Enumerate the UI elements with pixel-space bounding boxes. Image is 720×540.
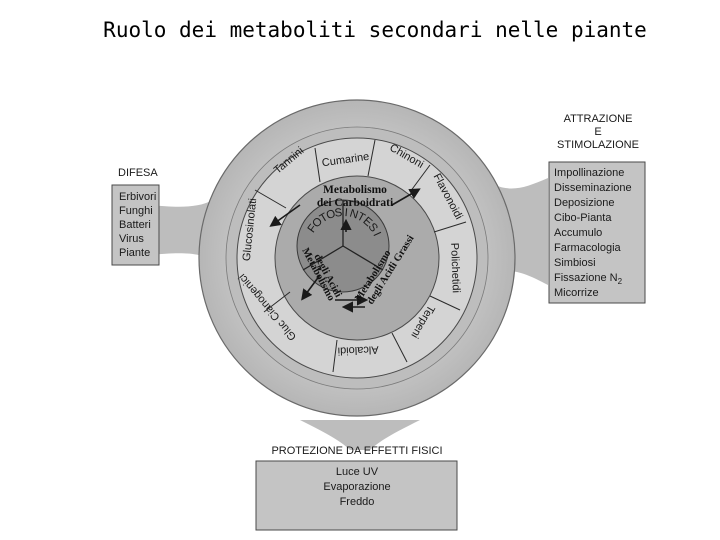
metabolite-label-3: Polichetidi — [448, 243, 462, 294]
defense-item-2: Batteri — [119, 219, 151, 231]
defense-box — [111, 184, 160, 266]
protection-item-2: Freddo — [340, 496, 375, 508]
slide-title: Ruolo dei metaboliti secondari nelle pia… — [103, 18, 647, 42]
photosynthesis-letter-5: I — [344, 207, 348, 219]
defense-heading: DIFESA — [118, 167, 158, 179]
attraction-item-5: Farmacologia — [554, 242, 622, 254]
attraction-item-1: Disseminazione — [554, 182, 632, 194]
metabolite-label-5: Alcaloidi — [337, 343, 378, 356]
protection-heading: PROTEZIONE DA EFFETTI FISICI — [271, 445, 442, 457]
attraction-item-3: Cibo-Pianta — [554, 212, 612, 224]
defense-item-3: Virus — [119, 233, 144, 245]
nitrogen-subscript: 2 — [618, 277, 623, 286]
attraction-heading-0: ATTRAZIONE — [564, 113, 633, 125]
defense-item-0: Erbivori — [119, 191, 156, 203]
attraction-item-0: Impollinazione — [554, 167, 624, 179]
photosynthesis-letter-3: O — [325, 208, 337, 222]
carbohydrate-metabolism-label-0: Metabolismo — [323, 184, 387, 196]
attraction-item-6: Simbiosi — [554, 257, 596, 269]
protection-connector — [300, 420, 420, 450]
photosynthesis-letter-6: N — [348, 208, 359, 222]
photosynthesis-letter-10: I — [370, 230, 382, 238]
carbohydrate-metabolism-label-1: dei Carboidrati — [317, 197, 394, 209]
attraction-heading-1: E — [594, 126, 601, 138]
protection-item-0: Luce UV — [336, 466, 379, 478]
attraction-heading-2: STIMOLAZIONE — [557, 139, 639, 151]
attraction-item-7: Fissazione N2 — [554, 272, 623, 286]
attraction-item-2: Deposizione — [554, 197, 615, 209]
protection-box — [255, 460, 458, 531]
flow-arrows — [269, 188, 421, 313]
photosynthesis-letter-4: S — [334, 207, 343, 220]
attraction-item-4: Accumulo — [554, 227, 602, 239]
photosynthesis-letter-7: T — [355, 211, 367, 225]
attraction-item-8: Micorrize — [554, 287, 599, 299]
protection-item-1: Evaporazione — [323, 481, 390, 493]
defense-item-4: Piante — [119, 247, 150, 259]
attraction-box — [548, 161, 646, 304]
defense-item-1: Funghi — [119, 205, 153, 217]
metabolite-dividers — [254, 139, 467, 373]
